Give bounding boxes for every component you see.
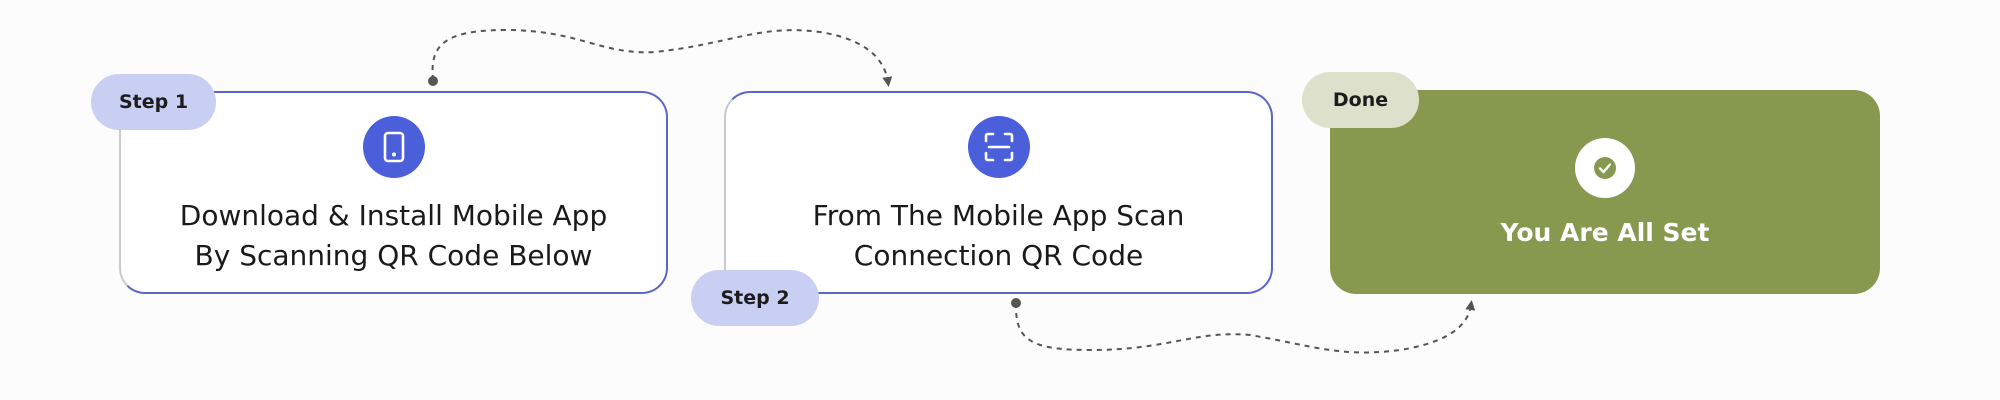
step1-line2: By Scanning QR Code Below bbox=[194, 239, 593, 272]
step1-description: Download & Install Mobile App By Scannin… bbox=[180, 196, 607, 276]
step2-line1: From The Mobile App Scan bbox=[812, 199, 1185, 232]
step2-description: From The Mobile App Scan Connection QR C… bbox=[813, 196, 1185, 276]
step2-card: From The Mobile App Scan Connection QR C… bbox=[724, 91, 1273, 294]
done-check-badge bbox=[1575, 138, 1635, 198]
check-icon bbox=[1594, 157, 1616, 179]
step1-badge: Step 1 bbox=[91, 74, 216, 130]
connector-step2-to-done bbox=[1011, 298, 1476, 354]
step1-card: Download & Install Mobile App By Scannin… bbox=[119, 91, 668, 294]
done-card: You Are All Set bbox=[1330, 90, 1880, 294]
scan-icon bbox=[984, 132, 1013, 162]
step2-line2: Connection QR Code bbox=[853, 239, 1144, 272]
step1-line1: Download & Install Mobile App bbox=[179, 199, 608, 232]
done-badge: Done bbox=[1302, 72, 1419, 128]
done-label: You Are All Set bbox=[1500, 218, 1710, 247]
step1-icon-badge bbox=[362, 116, 425, 178]
tablet-icon bbox=[383, 131, 404, 163]
step2-icon-badge bbox=[967, 116, 1030, 178]
step2-badge: Step 2 bbox=[691, 270, 819, 326]
connector-step1-to-step2 bbox=[428, 28, 893, 87]
